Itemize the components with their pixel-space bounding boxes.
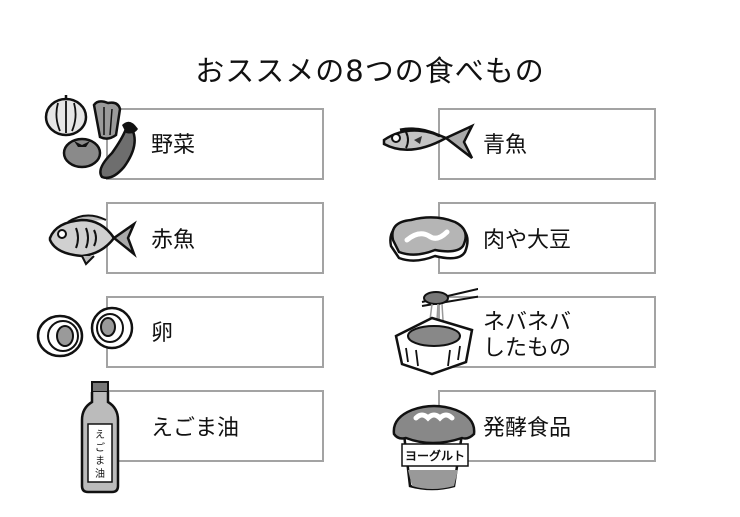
food-label-perilla-oil: えごま油 bbox=[151, 416, 240, 441]
food-label-blue-fish: 青魚 bbox=[483, 133, 528, 158]
bottle-text-2: ご bbox=[95, 441, 105, 454]
vegetables-icon bbox=[42, 95, 142, 185]
food-label-meat-soy: 肉や大豆 bbox=[483, 228, 572, 253]
natto-icon bbox=[392, 288, 478, 380]
food-card-red-fish bbox=[106, 202, 324, 274]
food-card-vegetables bbox=[106, 108, 324, 180]
page-title: おススメの8つの食べもの bbox=[195, 54, 545, 88]
food-label-egg: 卵 bbox=[151, 321, 174, 346]
food-card-meat-soy bbox=[438, 202, 656, 274]
perilla-oil-bottle-icon: え ご ま 油 bbox=[80, 380, 120, 496]
food-card-perilla-oil bbox=[106, 390, 324, 462]
bottle-text-3: ま bbox=[95, 455, 105, 467]
food-card-blue-fish bbox=[438, 108, 656, 180]
food-label-sticky-foods-line2: したもの bbox=[483, 336, 572, 361]
meat-icon bbox=[385, 212, 475, 268]
food-card-egg bbox=[106, 296, 324, 368]
egg-icon bbox=[32, 300, 136, 364]
bottle-text-4: 油 bbox=[95, 467, 105, 480]
red-fish-icon bbox=[46, 210, 138, 268]
yogurt-icon: ヨーグルト bbox=[392, 398, 478, 494]
yogurt-text: ヨーグルト bbox=[405, 448, 465, 463]
blue-fish-icon bbox=[380, 122, 476, 162]
food-label-fermented: 発酵食品 bbox=[483, 416, 572, 441]
bottle-text-1: え bbox=[95, 429, 105, 441]
food-label-red-fish: 赤魚 bbox=[151, 228, 196, 253]
food-label-sticky-foods-line1: ネバネバ bbox=[483, 310, 572, 335]
food-label-vegetables: 野菜 bbox=[151, 133, 196, 158]
